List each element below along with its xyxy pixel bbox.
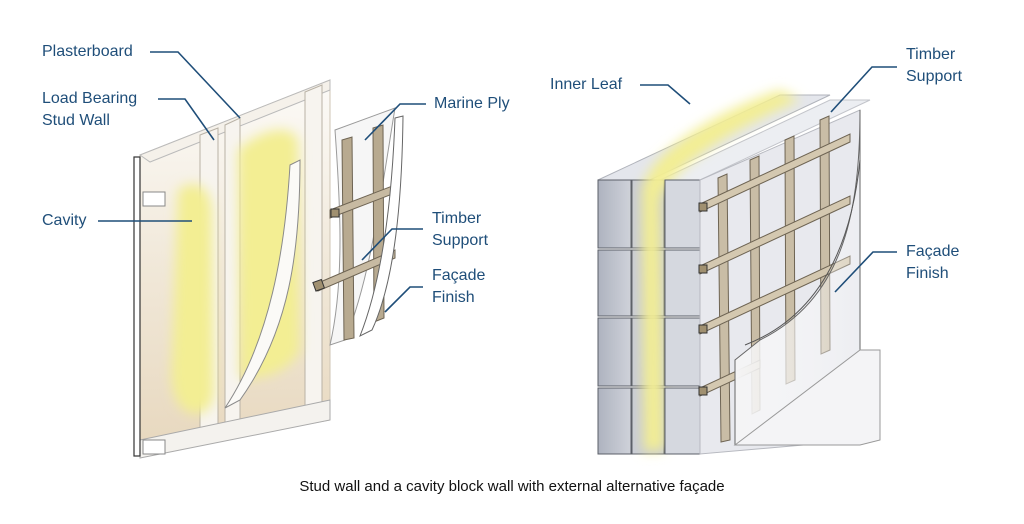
block-cavity-insulation [642,90,800,452]
noggin-lower [142,439,166,455]
leader-plasterboard [150,51,241,119]
leader-lines [98,51,897,313]
label-plasterboard: Plasterboard [42,43,133,60]
label-timber-support-right-line1: Timber [906,46,956,63]
ground-plane [733,349,881,446]
facade-finish-sheet-left [359,115,404,338]
rail-end-left-2 [312,278,326,292]
stud-insulation [238,129,300,379]
leader-load-bearing [158,98,215,141]
plasterboard-sheet [224,159,301,409]
label-timber-support-right-line2: Support [906,68,963,85]
label-facade-finish-right-line2: Finish [906,265,949,282]
figure-caption: Stud wall and a cavity block wall with e… [299,478,725,495]
label-load-bearing-line2: Stud Wall [42,112,110,129]
noggin-upper [142,191,166,207]
marine-ply-sheet [329,107,396,346]
rail-end-right-3 [698,324,708,334]
label-timber-support-left-line1: Timber [432,210,482,227]
outer-block-column [597,179,632,455]
rail-end-right-2 [698,264,708,274]
stud-3 [304,84,323,416]
label-timber-support-left-line2: Support [432,232,489,249]
leader-facade-left [384,286,423,313]
label-facade-finish-left-line2: Finish [432,289,475,306]
label-marine-ply: Marine Ply [434,95,510,112]
leader-timber-support-left [361,228,423,261]
rail-end-right-4 [698,386,708,396]
leader-inner-leaf [640,84,691,105]
leader-marine-ply [364,103,426,141]
leader-facade-right [834,251,897,293]
front-edge-board [133,156,141,457]
facade-finish-edge [744,159,861,346]
label-load-bearing-line1: Load Bearing [42,90,138,107]
cavity-block-illustration [597,90,881,455]
rail-end-left-1 [330,208,340,218]
rail-end-right-1 [698,202,708,212]
timber-batten-left-1 [341,136,355,341]
cavity-insulation [171,184,214,414]
leader-timber-support-right [830,66,897,113]
facade-finish-sheet-right [734,109,861,446]
label-facade-finish-left-line1: Façade [432,267,486,284]
outer-leaf-blocks [664,179,701,455]
stud-wall-illustration [133,79,404,459]
label-cavity: Cavity [42,212,87,229]
label-facade-finish-right-line1: Façade [906,243,960,260]
label-inner-leaf: Inner Leaf [550,76,623,93]
